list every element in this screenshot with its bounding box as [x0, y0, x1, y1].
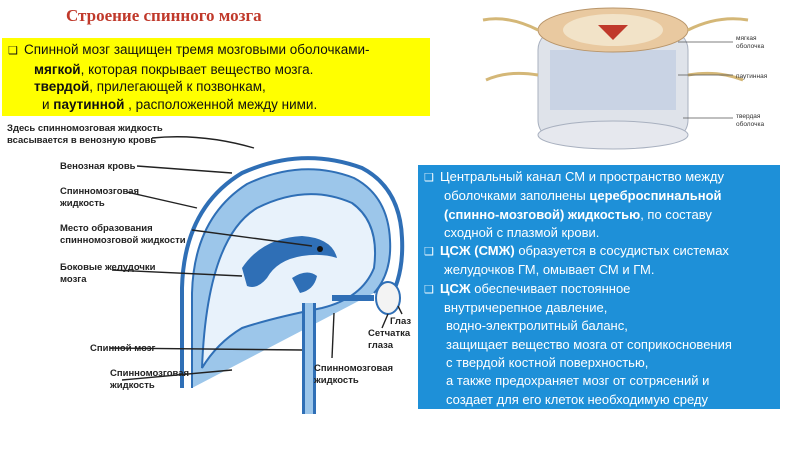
info-line: желудочков ГМ, омывает СМ и ГМ.	[444, 262, 655, 278]
label-venous-blood: Венозная кровь	[60, 161, 136, 172]
label-pia: мягкая	[736, 35, 757, 42]
intro-line: твердой, прилегающей к позвонкам,	[34, 79, 266, 94]
bullet-icon: ❑	[424, 172, 434, 184]
info-line: создает для его клеток необходимую среду	[446, 391, 708, 407]
label-csf-lower: жидкость	[109, 380, 155, 391]
label-csf-formation: Место образования	[60, 223, 153, 234]
info-line: ❑ЦСЖ (СМЖ) образуется в сосудистых систе…	[424, 242, 774, 261]
info-line: (спинно-мозговой) жидкостью, по составу	[444, 206, 712, 222]
label-csf-right: Спинномозговая	[314, 363, 393, 374]
info-line: ❑Центральный канал СМ и пространство меж…	[424, 168, 774, 187]
intro-line: ❑Спинной мозг защищен тремя мозговыми об…	[8, 41, 424, 61]
bullet-icon: ❑	[424, 246, 434, 259]
info-line: водно-электролитный баланс,	[446, 318, 628, 334]
intro-line: и паутинной , расположенной между ними.	[42, 96, 318, 112]
skull-outline	[180, 156, 405, 388]
info-line: внутричерепное давление,	[444, 300, 608, 316]
label-dura: оболочка	[736, 120, 765, 128]
label-pia: оболочка	[736, 42, 765, 50]
label-csf-right: жидкость	[313, 375, 359, 386]
label-spinal-cord: Спинной мозг	[90, 343, 155, 354]
label-dura: твердая	[736, 113, 761, 120]
info-line: а также предохраняет мозг от сотрясений …	[446, 373, 710, 389]
optic-nerve	[332, 281, 401, 315]
label-lateral-ventricles: мозга	[60, 274, 87, 285]
intro-box: ❑Спинной мозг защищен тремя мозговыми об…	[2, 38, 430, 116]
csf-info-box: ❑Центральный канал СМ и пространство меж…	[418, 165, 780, 409]
info-line: ❑ЦСЖ обеспечивает постоянное	[424, 280, 774, 299]
cord-leader-lines	[678, 41, 733, 119]
bullet-icon: ❑	[8, 45, 18, 57]
nerve-roots	[482, 17, 749, 82]
info-line: защищает вещество мозга от соприкосновен…	[446, 336, 732, 352]
label-absorption: Здесь спинномозговая жидкость	[7, 123, 163, 134]
label-csf: жидкость	[59, 198, 105, 209]
info-line: оболочками заполнены цереброспинальной	[444, 188, 722, 204]
label-csf: Спинномозговая	[60, 186, 139, 197]
label-absorption: всасывается в венозную кровь	[7, 135, 156, 146]
cord-segment	[537, 7, 689, 150]
bullet-icon: ❑	[424, 283, 434, 296]
label-lateral-ventricles: Боковые желудочки	[60, 262, 156, 273]
label-eye: Глаз	[390, 316, 411, 327]
label-retina: Сетчатка	[368, 328, 411, 339]
leader-lines	[109, 136, 403, 381]
label-csf-formation: спинномозговой жидкости	[60, 235, 186, 246]
ventricles	[242, 236, 337, 293]
info-line: сходной с плазмой крови.	[444, 224, 600, 240]
spinal-cord	[302, 303, 316, 414]
info-line: с твердой костной поверхностью,	[446, 354, 649, 370]
intro-line: мягкой, которая покрывает вещество мозга…	[34, 61, 314, 77]
spinal-cord-illustration: мягкая оболочка паутинная твердая оболоч…	[482, 7, 768, 150]
label-retina: глаза	[368, 340, 394, 351]
label-csf-lower: Спинномозговая	[110, 368, 189, 379]
page-title: Строение спинного мозга	[66, 6, 262, 25]
brain-csf-diagram: Здесь спинномозговая жидкость всасываетс…	[7, 123, 411, 414]
label-arachnoid: паутинная	[736, 73, 768, 80]
